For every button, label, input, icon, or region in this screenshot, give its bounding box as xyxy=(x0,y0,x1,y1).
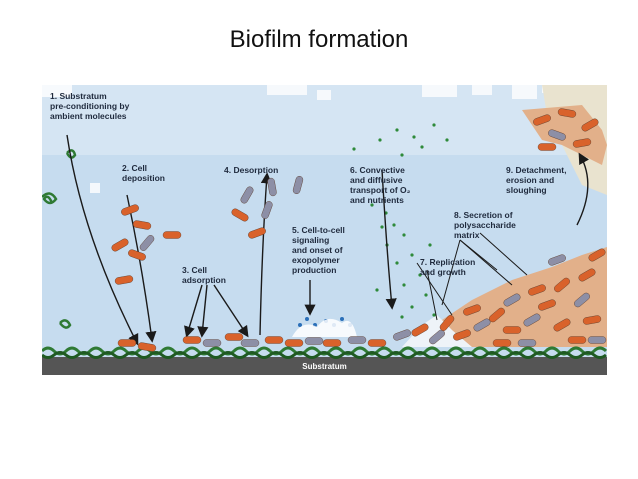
bacterium xyxy=(111,238,129,252)
bacterium xyxy=(267,177,277,197)
bacterium xyxy=(557,108,577,118)
bacterium xyxy=(548,129,566,141)
substratum-label: Substratum xyxy=(302,362,347,371)
bacterium xyxy=(137,342,157,352)
bacterium xyxy=(572,138,592,148)
bacterium xyxy=(162,231,182,239)
bacterium xyxy=(502,326,522,334)
bacterium xyxy=(248,227,266,239)
bacterium xyxy=(554,277,570,293)
bacterium xyxy=(588,248,606,262)
step-6-label: 6. Convective and diffusive transport of… xyxy=(350,165,411,205)
bacterium xyxy=(240,339,260,347)
step-2-label: 2. Cell deposition xyxy=(122,163,165,183)
bacterium xyxy=(182,336,202,344)
bacterium xyxy=(463,304,481,316)
bacterium xyxy=(411,323,429,337)
bacterium xyxy=(429,329,445,345)
bacterium xyxy=(553,318,571,332)
bacterium xyxy=(439,315,455,331)
step-3-label: 3. Cell adsorption xyxy=(182,265,226,285)
bacterium xyxy=(128,249,146,261)
bacterium xyxy=(517,339,537,347)
bacterium xyxy=(292,175,304,195)
bacterium xyxy=(322,339,342,347)
bacterium xyxy=(548,254,566,266)
bacterium xyxy=(489,307,505,323)
signaling-cloud xyxy=(292,318,357,337)
bacterium xyxy=(367,339,387,347)
bacterium xyxy=(582,315,602,325)
bacterium xyxy=(523,313,541,327)
bacterium xyxy=(202,339,222,347)
step-5-label: 5. Cell-to-cell signaling and onset of e… xyxy=(292,225,345,275)
substratum-bar xyxy=(42,357,607,375)
bacterium xyxy=(503,293,521,307)
bacterium xyxy=(578,268,596,282)
bacterium xyxy=(284,339,304,347)
bacterium xyxy=(224,333,244,341)
step-9-label: 9. Detachment, erosion and sloughing xyxy=(506,165,567,195)
step-1-label: 1. Substratum pre-conditioning by ambien… xyxy=(50,91,130,121)
bacterium xyxy=(538,299,556,311)
bacterium xyxy=(533,114,551,126)
biofilm-diagram: 1. Substratum pre-conditioning by ambien… xyxy=(42,85,607,375)
bacteria xyxy=(111,108,607,352)
slide-title: Biofilm formation xyxy=(229,26,409,53)
bacterium xyxy=(132,220,152,230)
diagram-canvas xyxy=(42,85,607,375)
step-8-label: 8. Secretion of polysaccharide matrix xyxy=(454,210,516,240)
bacterium xyxy=(114,275,134,285)
bacterium xyxy=(581,118,599,132)
bacterium xyxy=(121,204,139,216)
step-4-label: 4. Desorption xyxy=(224,165,279,175)
bacterium xyxy=(567,336,587,344)
bacterium xyxy=(117,339,137,347)
bacterium xyxy=(393,329,411,341)
bacterium xyxy=(304,337,324,345)
bacterium xyxy=(347,336,367,344)
bacterium xyxy=(528,284,546,296)
bacterium xyxy=(139,235,155,251)
bacterium xyxy=(240,186,254,204)
bacterium xyxy=(574,292,590,308)
vegetation-strip xyxy=(42,346,607,359)
bacterium xyxy=(492,339,512,347)
bacterium xyxy=(453,329,471,341)
bacterium xyxy=(587,336,607,344)
bacterium xyxy=(231,208,249,222)
step-7-label: 7. Replication and growth xyxy=(420,257,476,277)
bacterium xyxy=(537,143,557,151)
growth-lines xyxy=(416,232,528,321)
bacterium xyxy=(261,201,273,219)
bacterium xyxy=(264,336,284,344)
